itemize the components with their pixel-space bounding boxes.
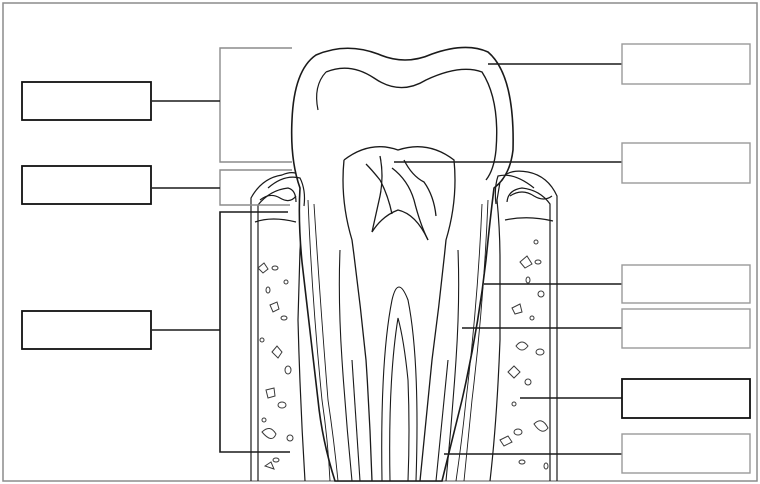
label-box-right-dentin[interactable] [622, 309, 750, 348]
label-box-left-crown[interactable] [22, 82, 151, 120]
label-box-right-canal[interactable] [622, 434, 750, 473]
tooth-outline [292, 47, 513, 481]
left-root-bracket [220, 212, 290, 452]
alveolar-bone-right [490, 171, 557, 481]
label-box-left-gum[interactable] [22, 166, 151, 204]
left-bracket-lines [220, 48, 292, 205]
label-box-right-enamel[interactable] [622, 44, 750, 84]
label-box-right-cementum[interactable] [622, 379, 750, 418]
label-box-left-root[interactable] [22, 311, 151, 349]
label-box-right-bone[interactable] [622, 265, 750, 303]
left-label-boxes [22, 82, 151, 349]
alveolar-bone-left [251, 173, 305, 481]
right-label-boxes [622, 44, 750, 473]
label-box-right-pulp[interactable] [622, 143, 750, 183]
